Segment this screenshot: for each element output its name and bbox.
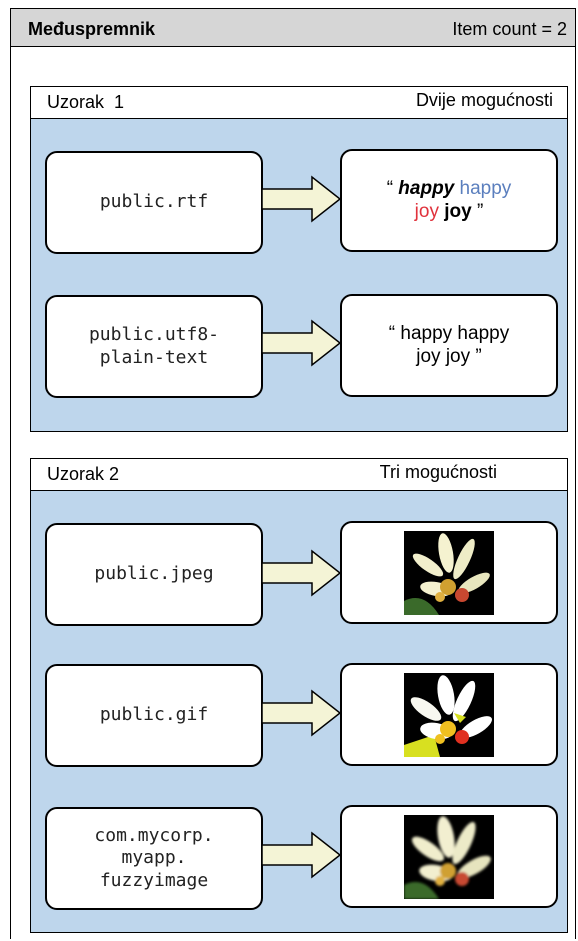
sample-1-header: Uzorak 1 Dvije mogućnosti	[31, 87, 567, 119]
type-box-public-gif: public.gif	[45, 664, 263, 767]
value-box-rich-text: “ happy happy joy joy ”	[340, 149, 558, 252]
plain-text-value: “ happy happy joy joy ”	[388, 322, 510, 367]
orchid-photo	[404, 530, 494, 615]
sample-2-description: Tri mogućnosti	[379, 462, 497, 482]
type-label: public.utf8- plain-text	[88, 324, 220, 368]
type-box-public-utf8-plain-text: public.utf8- plain-text	[45, 295, 263, 398]
type-box-fuzzyimage: com.mycorp. myapp. fuzzyimage	[45, 807, 263, 910]
type-label: public.jpeg	[94, 563, 214, 585]
sample-1-description: Dvije mogućnosti	[415, 90, 553, 110]
sample-1-panel: Uzorak 1 Dvije mogućnosti public.rtf “ h…	[30, 86, 568, 432]
sample-2-panel: Uzorak 2 Tri mogućnosti public.jpeg	[30, 458, 568, 933]
pasteboard-header: Međuspremnik Item count = 2	[11, 9, 575, 47]
arrow-icon	[262, 831, 342, 879]
type-box-public-rtf: public.rtf	[45, 151, 263, 254]
type-box-public-jpeg: public.jpeg	[45, 523, 263, 626]
sample-2-name: Uzorak 2	[47, 464, 120, 484]
orchid-photo-gif	[404, 672, 494, 757]
value-box-plain-text: “ happy happy joy joy ”	[340, 294, 558, 397]
sample-2-header: Uzorak 2 Tri mogućnosti	[31, 459, 567, 491]
value-box-gif-image	[340, 663, 558, 766]
type-label: com.mycorp. myapp. fuzzyimage	[94, 824, 214, 891]
type-label: public.rtf	[99, 191, 209, 213]
arrow-icon	[262, 689, 342, 737]
arrow-icon	[262, 319, 342, 367]
sample-1-name: Uzorak 1	[47, 92, 125, 112]
arrow-icon	[262, 549, 342, 597]
value-box-jpeg-image	[340, 521, 558, 624]
rich-text-value: “ happy happy joy joy ”	[386, 177, 512, 222]
pasteboard-title: Međuspremnik	[28, 19, 156, 39]
orchid-photo-fuzzy	[404, 814, 494, 899]
value-box-fuzzy-image	[340, 805, 558, 908]
arrow-icon	[262, 175, 342, 223]
type-label: public.gif	[99, 704, 209, 726]
item-count: Item count = 2	[452, 19, 567, 39]
pasteboard-frame: Međuspremnik Item count = 2 Uzorak 1 Dvi…	[10, 8, 576, 939]
